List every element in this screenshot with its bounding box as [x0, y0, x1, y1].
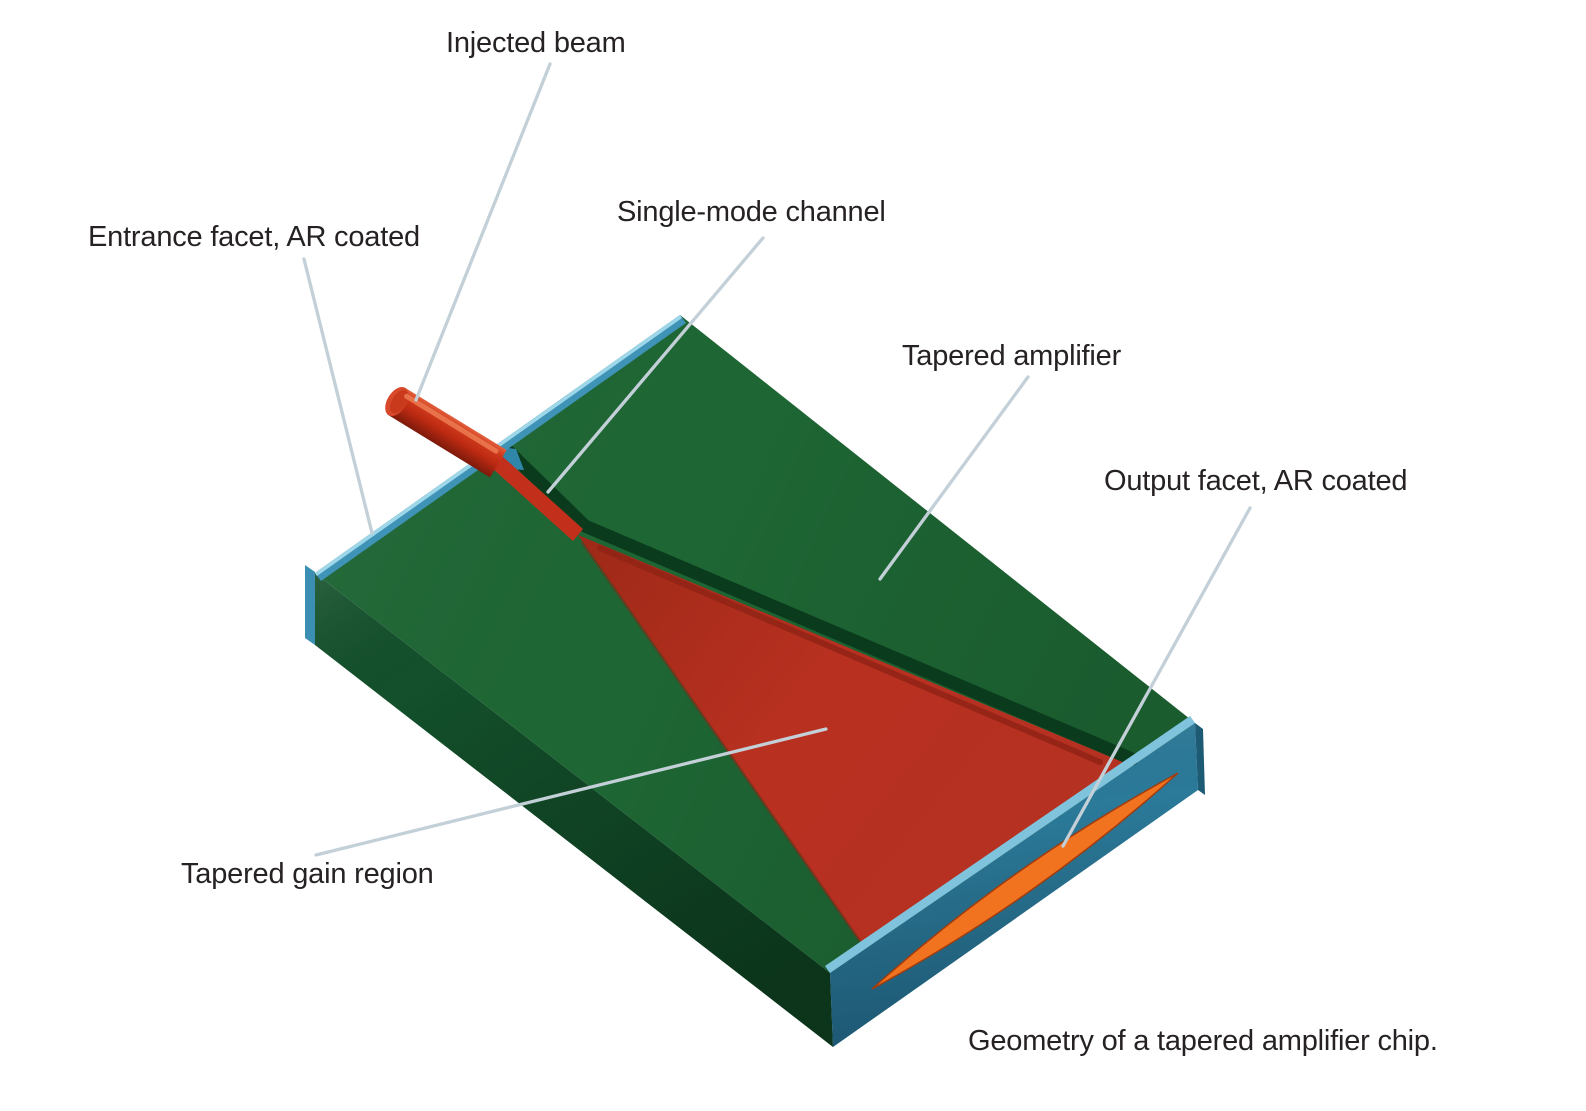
right-corner-sliver: [1195, 723, 1205, 795]
mesa-bevel-edge: [500, 443, 1139, 766]
chip-side-face-shading: [315, 573, 833, 1047]
figure-caption: Geometry of a tapered amplifier chip.: [968, 1025, 1438, 1057]
entrance-facet-left-sliver: [305, 565, 315, 645]
output-edge-highlight: [825, 716, 1195, 973]
tapered-gain-region-shape: [578, 535, 1130, 945]
injected-beam-body: [387, 387, 507, 478]
leader-entrance-facet: [302, 257, 374, 535]
leader-tapered-gain-region: [314, 727, 828, 857]
label-injected-beam: Injected beam: [446, 27, 626, 59]
leader-injected-beam: [414, 62, 552, 402]
leader-output-facet: [1061, 506, 1252, 848]
leader-single-mode-channel: [546, 236, 765, 494]
label-output-facet: Output facet, AR coated: [1104, 465, 1408, 497]
leader-tapered-amplifier: [878, 375, 1030, 581]
label-entrance-facet: Entrance facet, AR coated: [88, 221, 420, 253]
injected-beam-endcap-inner: [390, 390, 409, 414]
injected-beam-highlight: [404, 393, 499, 454]
taper-left-edge-line: [580, 541, 862, 942]
taper-edge-shadow: [597, 545, 1103, 765]
label-tapered-gain-region: Tapered gain region: [181, 858, 434, 890]
output-beam-spot: [871, 772, 1179, 990]
label-tapered-amplifier: Tapered amplifier: [902, 340, 1122, 372]
injected-beam-cylinder: [385, 387, 507, 478]
label-single-mode-channel: Single-mode channel: [617, 196, 886, 228]
single-mode-channel-shape: [492, 456, 583, 541]
